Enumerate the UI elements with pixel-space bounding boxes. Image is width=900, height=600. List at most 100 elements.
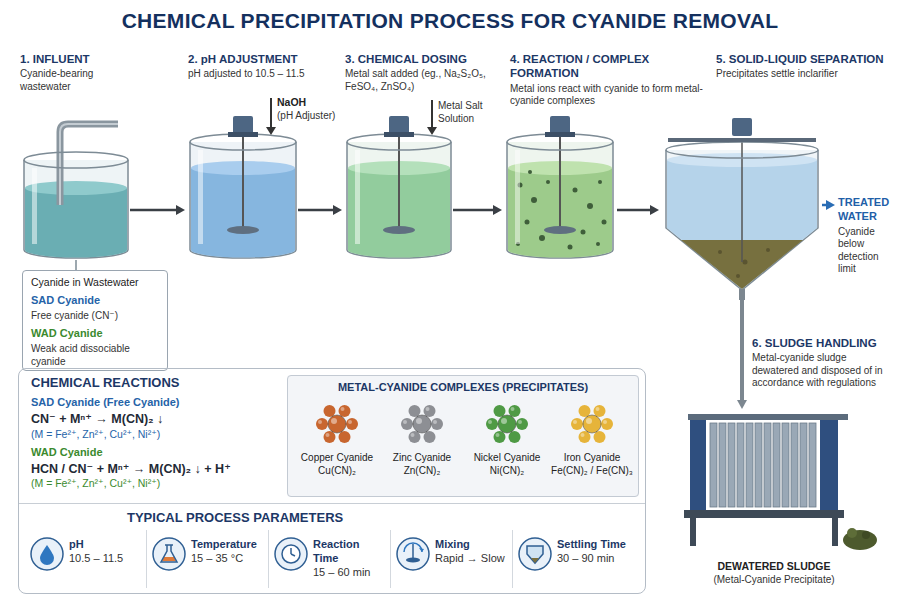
- node-heading: Reaction Time: [313, 538, 385, 566]
- flow-arrow: [130, 205, 185, 215]
- reaction-tank-art: [544, 226, 576, 234]
- text-holder: Cyanide in WastewaterSAD CyanideFree cya…: [31, 276, 163, 368]
- clarifier-art: [718, 250, 722, 254]
- node-heading: METAL-CYANIDE COMPLEXES (PRECIPITATES): [288, 381, 638, 395]
- node-text: (M = Fe²⁺, Zn²⁺, Cu²⁺, Ni²⁺): [31, 477, 286, 490]
- parameter-icon: [31, 538, 551, 570]
- clarifier-art: [741, 142, 743, 262]
- text-holder: 2. pH ADJUSTMENT pH adjusted to 10.5 – 11…: [188, 52, 313, 81]
- parameter-icon: [419, 548, 424, 552]
- filter-press-art: [688, 414, 848, 420]
- node-heading: Cyanide in Wastewater: [31, 276, 163, 289]
- text-holder: Reaction Time15 – 60 min: [313, 538, 385, 579]
- ph-adjustment-tank: 2. pH ADJUSTMENTpH adjusted to 10.5 – 11…: [188, 112, 298, 262]
- text-holder: 6. SLUDGE HANDLINGMetal-cyanide sludge d…: [752, 336, 888, 390]
- reaction-tank-art: [587, 203, 593, 209]
- parameter-icon: [527, 546, 543, 563]
- complex-item: Iron CyanideFe(CN)₂ / Fe(CN)₃: [551, 398, 633, 494]
- parameter-icon: [153, 538, 185, 570]
- node-text: Metal-cyanide sludge dewatered and dispo…: [752, 352, 888, 390]
- filter-press-art: [791, 423, 798, 507]
- node-heading: 3. CHEMICAL DOSING: [345, 52, 505, 66]
- reaction-tank-art: [545, 132, 575, 137]
- filter-press-art: [847, 528, 857, 538]
- dosing-tank-art: [347, 116, 451, 258]
- text-holder: 3. CHEMICAL DOSINGMetal salt added (eg.,…: [345, 52, 505, 93]
- node-heading: Iron Cyanide: [551, 452, 633, 465]
- filter-press-art: [820, 420, 838, 510]
- ph-tank-art: [228, 132, 258, 137]
- text-holder: pH10.5 – 11.5: [69, 538, 141, 566]
- filter-press-art: [800, 423, 807, 507]
- clarifier-art: [743, 260, 748, 265]
- reaction-tank-art: [528, 170, 532, 174]
- node-heading: 2. pH ADJUSTMENT: [188, 52, 313, 66]
- arrow-head: [737, 400, 747, 409]
- node-heading: TREATED WATER: [838, 196, 894, 224]
- parameter-item: Temperature15 – 35 °C: [149, 530, 269, 588]
- text-holder: Iron CyanideFe(CN)₂ / Fe(CN)₃: [551, 452, 633, 477]
- flow-line: [740, 300, 744, 403]
- filter-press-art: [684, 414, 877, 550]
- arrow-head: [826, 200, 835, 210]
- node-text: pH adjusted to 10.5 – 11.5: [188, 68, 313, 81]
- clarifier-art: [666, 142, 818, 158]
- node-text: 10.5 – 11.5: [69, 552, 141, 566]
- parameter-icon: [275, 538, 307, 570]
- filter-press-art: [684, 510, 844, 518]
- parameter-icon: [282, 545, 300, 563]
- influent-tank-art: [32, 168, 37, 244]
- title-holder: CHEMICAL PRECIPITATION PROCESS FOR CYANI…: [0, 8, 900, 34]
- node-heading: Nickel Cyanide: [466, 452, 548, 465]
- node-text: Cyanide-bearing wastewater: [20, 68, 145, 93]
- reaction-tank-art: [546, 180, 550, 184]
- filter-press-art: [728, 423, 735, 507]
- dosing-tank-art: [384, 132, 414, 137]
- ph-tank-art: [227, 226, 259, 234]
- parameter-icon: [519, 538, 551, 570]
- node-text: 15 – 60 min: [313, 566, 385, 580]
- precipitate-molecule: [486, 405, 528, 443]
- complex-item: Nickel CyanideNi(CN)₂: [466, 398, 548, 494]
- filter-press-art: [764, 423, 771, 507]
- text-holder: Temperature15 – 35 °C: [191, 538, 263, 566]
- flow-arrow: [453, 205, 502, 215]
- filter-press-art: [832, 518, 838, 546]
- panel-fill: [287, 375, 639, 497]
- dosing-arrow: [427, 127, 437, 135]
- filter-press-art: [690, 518, 696, 546]
- filter-press-art: [690, 420, 706, 510]
- parameters-panel: TYPICAL PROCESS PARAMETERS pH10.5 – 11.5 T…: [19, 503, 645, 593]
- precipitate-molecule: [401, 405, 443, 443]
- text-holder: TREATED WATERCyanide below detection lim…: [838, 196, 894, 276]
- filter-press-art: [737, 423, 744, 507]
- node-text: Cu(CN)₂: [296, 465, 378, 478]
- node-heading: Settling Time: [557, 538, 629, 552]
- node-text: Rapid → Slow: [435, 552, 507, 566]
- influent-tank-art: [24, 160, 128, 258]
- callout-label: DEWATERED SLUDGE: [668, 560, 880, 573]
- parameter-item: MixingRapid → Slow: [393, 530, 513, 588]
- text-holder: 5. SOLID-LIQUID SEPARATIONPrecipitates s…: [716, 52, 894, 81]
- ph-tank-art: [190, 116, 296, 258]
- arrow-head: [650, 205, 659, 215]
- node-text: CN⁻ + Mⁿ⁺ → M(CN)₂ ↓: [31, 412, 286, 428]
- influent-tank-art: [24, 124, 128, 258]
- text-holder: TYPICAL PROCESS PARAMETERS: [127, 504, 527, 526]
- clarifier-art: [666, 118, 818, 300]
- parameter-icon: [31, 538, 63, 570]
- reaction-tank-art: [568, 245, 573, 250]
- reaction-tank-art: [516, 170, 607, 250]
- reaction-tank-art: [515, 150, 520, 244]
- parameter-icon: [531, 558, 539, 563]
- dosing-tank-art: [383, 226, 415, 234]
- filter-press-art: [862, 531, 870, 539]
- text-holder: METAL-CYANIDE COMPLEXES (PRECIPITATES): [288, 381, 638, 395]
- node-text: 30 – 90 min: [557, 552, 629, 566]
- parameter-icon: [161, 545, 177, 562]
- label-holder: (Metal-Cyanide Precipitate): [668, 574, 880, 587]
- node-heading: pH: [69, 538, 141, 552]
- node-text: Cyanide below detection limit: [838, 226, 894, 276]
- parameter-icon: [275, 538, 307, 570]
- node-heading: 4. REACTION / COMPLEX FORMATION: [510, 52, 710, 81]
